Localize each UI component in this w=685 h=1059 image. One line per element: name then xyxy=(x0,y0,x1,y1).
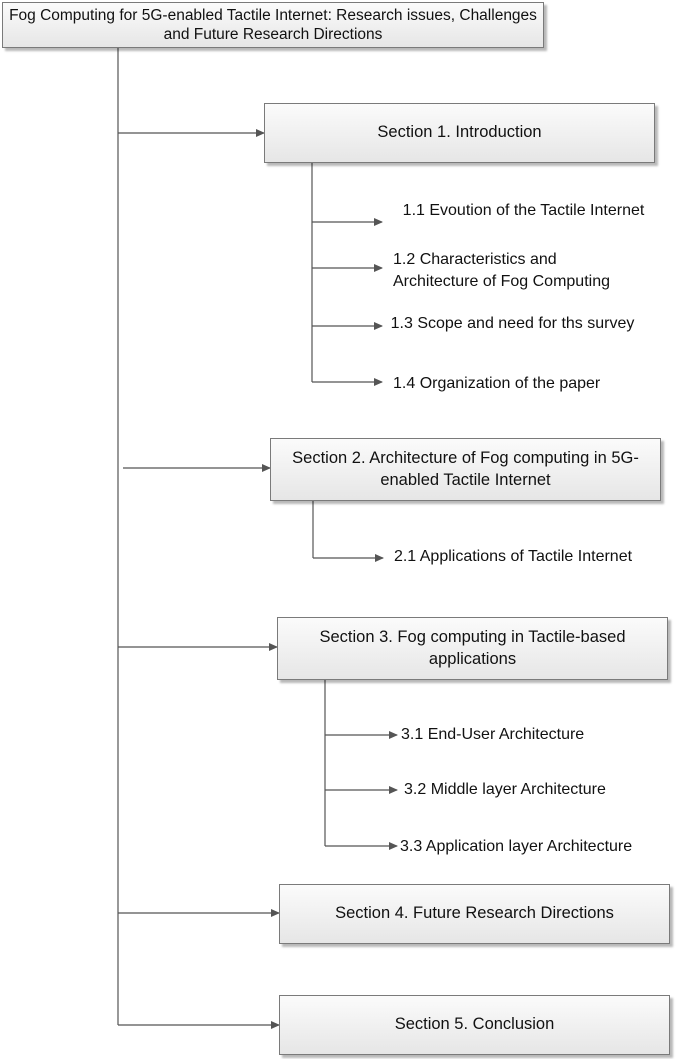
sub-1-2: 1.2 Characteristics and Architecture of … xyxy=(393,251,610,291)
section-3-label: Section 3. Fog computing in Tactile-base… xyxy=(319,628,626,668)
section-4-label: Section 4. Future Research Directions xyxy=(335,904,614,923)
diagram-title: Fog Computing for 5G-enabled Tactile Int… xyxy=(9,6,537,43)
section-5-label: Section 5. Conclusion xyxy=(394,1015,555,1034)
section-2-box: Section 2. Architecture of Fog computing… xyxy=(270,438,661,501)
sub-3-3: 3.3 Application layer Architecture xyxy=(400,838,633,855)
diagram-title-box: Fog Computing for 5G-enabled Tactile Int… xyxy=(2,2,544,48)
section-1-label: Section 1. Introduction xyxy=(377,123,542,142)
sub-3-2: 3.2 Middle layer Architecture xyxy=(404,781,606,798)
section-2-label: Section 2. Architecture of Fog computing… xyxy=(292,449,639,489)
sub-1-4: 1.4 Organization of the paper xyxy=(393,375,601,392)
section-3-box: Section 3. Fog computing in Tactile-base… xyxy=(277,617,668,680)
section-5-box: Section 5. Conclusion xyxy=(279,995,670,1055)
sub-2-1: 2.1 Applications of Tactile Internet xyxy=(393,548,633,565)
section-1-box: Section 1. Introduction xyxy=(264,103,655,163)
sub-3-1: 3.1 End-User Architecture xyxy=(401,726,585,743)
sub-1-1: 1.1 Evoution of the Tactile Internet xyxy=(402,202,645,219)
section-4-box: Section 4. Future Research Directions xyxy=(279,884,670,944)
sub-1-3: 1.3 Scope and need for ths survey xyxy=(390,315,635,332)
